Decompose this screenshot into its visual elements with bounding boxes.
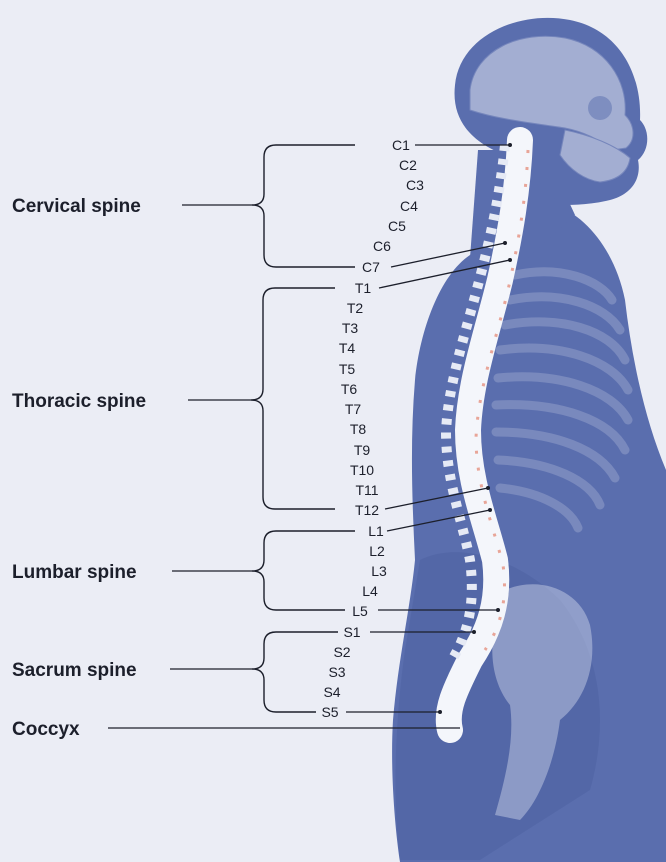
l5-leader-dot	[496, 608, 500, 612]
vertebra-label-t11: T11	[355, 482, 378, 498]
vertebra-label-c2: C2	[399, 157, 417, 173]
lumbar-spine-label: Lumbar spine	[12, 562, 137, 583]
jaw	[559, 129, 631, 183]
vertebra-label-c6: C6	[373, 238, 391, 254]
t1-leader	[378, 259, 511, 289]
vertebra-label-s2: S2	[333, 644, 350, 660]
lumbar-brace	[251, 530, 355, 611]
spinal-column	[435, 127, 533, 743]
rib	[491, 400, 630, 455]
sacrum-spine-label: Sacrum spine	[12, 660, 137, 681]
t12-leader-dot	[486, 486, 490, 490]
vertebra-label-s5: S5	[321, 704, 338, 720]
hip-bone	[492, 584, 593, 820]
sacrum-brace	[251, 631, 338, 713]
vertebra-label-l1: L1	[368, 523, 384, 539]
vertebra-label-l5: L5	[352, 603, 368, 619]
l1-leader	[386, 509, 491, 532]
coccyx-label: Coccyx	[12, 719, 80, 740]
cervical-brace	[251, 144, 355, 268]
vertebra-label-c5: C5	[388, 218, 406, 234]
rib-cage	[491, 267, 633, 533]
vertebra-label-l3: L3	[371, 563, 387, 579]
skull	[469, 35, 634, 183]
cervical-spine-label: Cervical spine	[12, 196, 141, 217]
vertebra-label-t5: T5	[339, 361, 356, 377]
rib	[493, 372, 633, 425]
spinous-processes	[440, 144, 510, 663]
rib	[505, 292, 625, 335]
vertebra-label-c7: C7	[362, 259, 380, 275]
vertebra-label-t4: T4	[339, 340, 356, 356]
t1-leader-dot	[508, 258, 512, 262]
vertebra-label-t9: T9	[354, 442, 371, 458]
vertebra-label-t1: T1	[355, 280, 372, 296]
s1-leader-dot	[472, 630, 476, 634]
vertebra-label-s4: S4	[323, 684, 340, 700]
vertebra-label-c4: C4	[400, 198, 418, 214]
eye-socket	[588, 96, 612, 120]
vertebra-label-t8: T8	[350, 421, 367, 437]
pelvis	[492, 584, 593, 820]
cranium	[469, 35, 634, 151]
c1-leader-dot	[508, 143, 512, 147]
rib	[495, 483, 583, 533]
vertebra-label-t10: T10	[350, 462, 374, 478]
vertebra-label-t6: T6	[341, 381, 358, 397]
vertebra-labels: C1 C2 C3 C4 C5 C6 C7 T1 T2 T3 T4 T5 T6 T…	[321, 137, 424, 720]
vertebra-leaders	[346, 143, 512, 714]
s5-leader-dot	[438, 710, 442, 714]
vertebra-label-t3: T3	[342, 320, 359, 336]
spine	[435, 127, 533, 743]
rib	[495, 343, 633, 395]
l1-leader-dot	[488, 508, 492, 512]
vertebra-label-l4: L4	[362, 583, 378, 599]
region-connectors	[108, 204, 460, 729]
c7-leader	[390, 242, 506, 268]
rib	[493, 455, 605, 510]
c7-leader-dot	[503, 241, 507, 245]
braces	[250, 144, 355, 713]
vertebra-label-t12: T12	[355, 502, 379, 518]
vertebra-label-s1: S1	[343, 624, 360, 640]
vertebra-label-c3: C3	[406, 177, 424, 193]
region-labels: Cervical spine Thoracic spine Lumbar spi…	[12, 196, 146, 740]
intervertebral-discs	[474, 149, 530, 651]
t12-leader	[384, 487, 489, 510]
rib	[500, 317, 630, 365]
vertebra-label-t7: T7	[345, 401, 362, 417]
vertebra-label-t2: T2	[347, 300, 364, 316]
vertebra-label-l2: L2	[369, 543, 385, 559]
vertebra-label-s3: S3	[328, 664, 345, 680]
thoracic-spine-label: Thoracic spine	[12, 391, 146, 412]
rib	[491, 427, 620, 483]
rib	[510, 267, 617, 305]
thoracic-brace	[250, 287, 335, 510]
vertebra-label-c1: C1	[392, 137, 410, 153]
